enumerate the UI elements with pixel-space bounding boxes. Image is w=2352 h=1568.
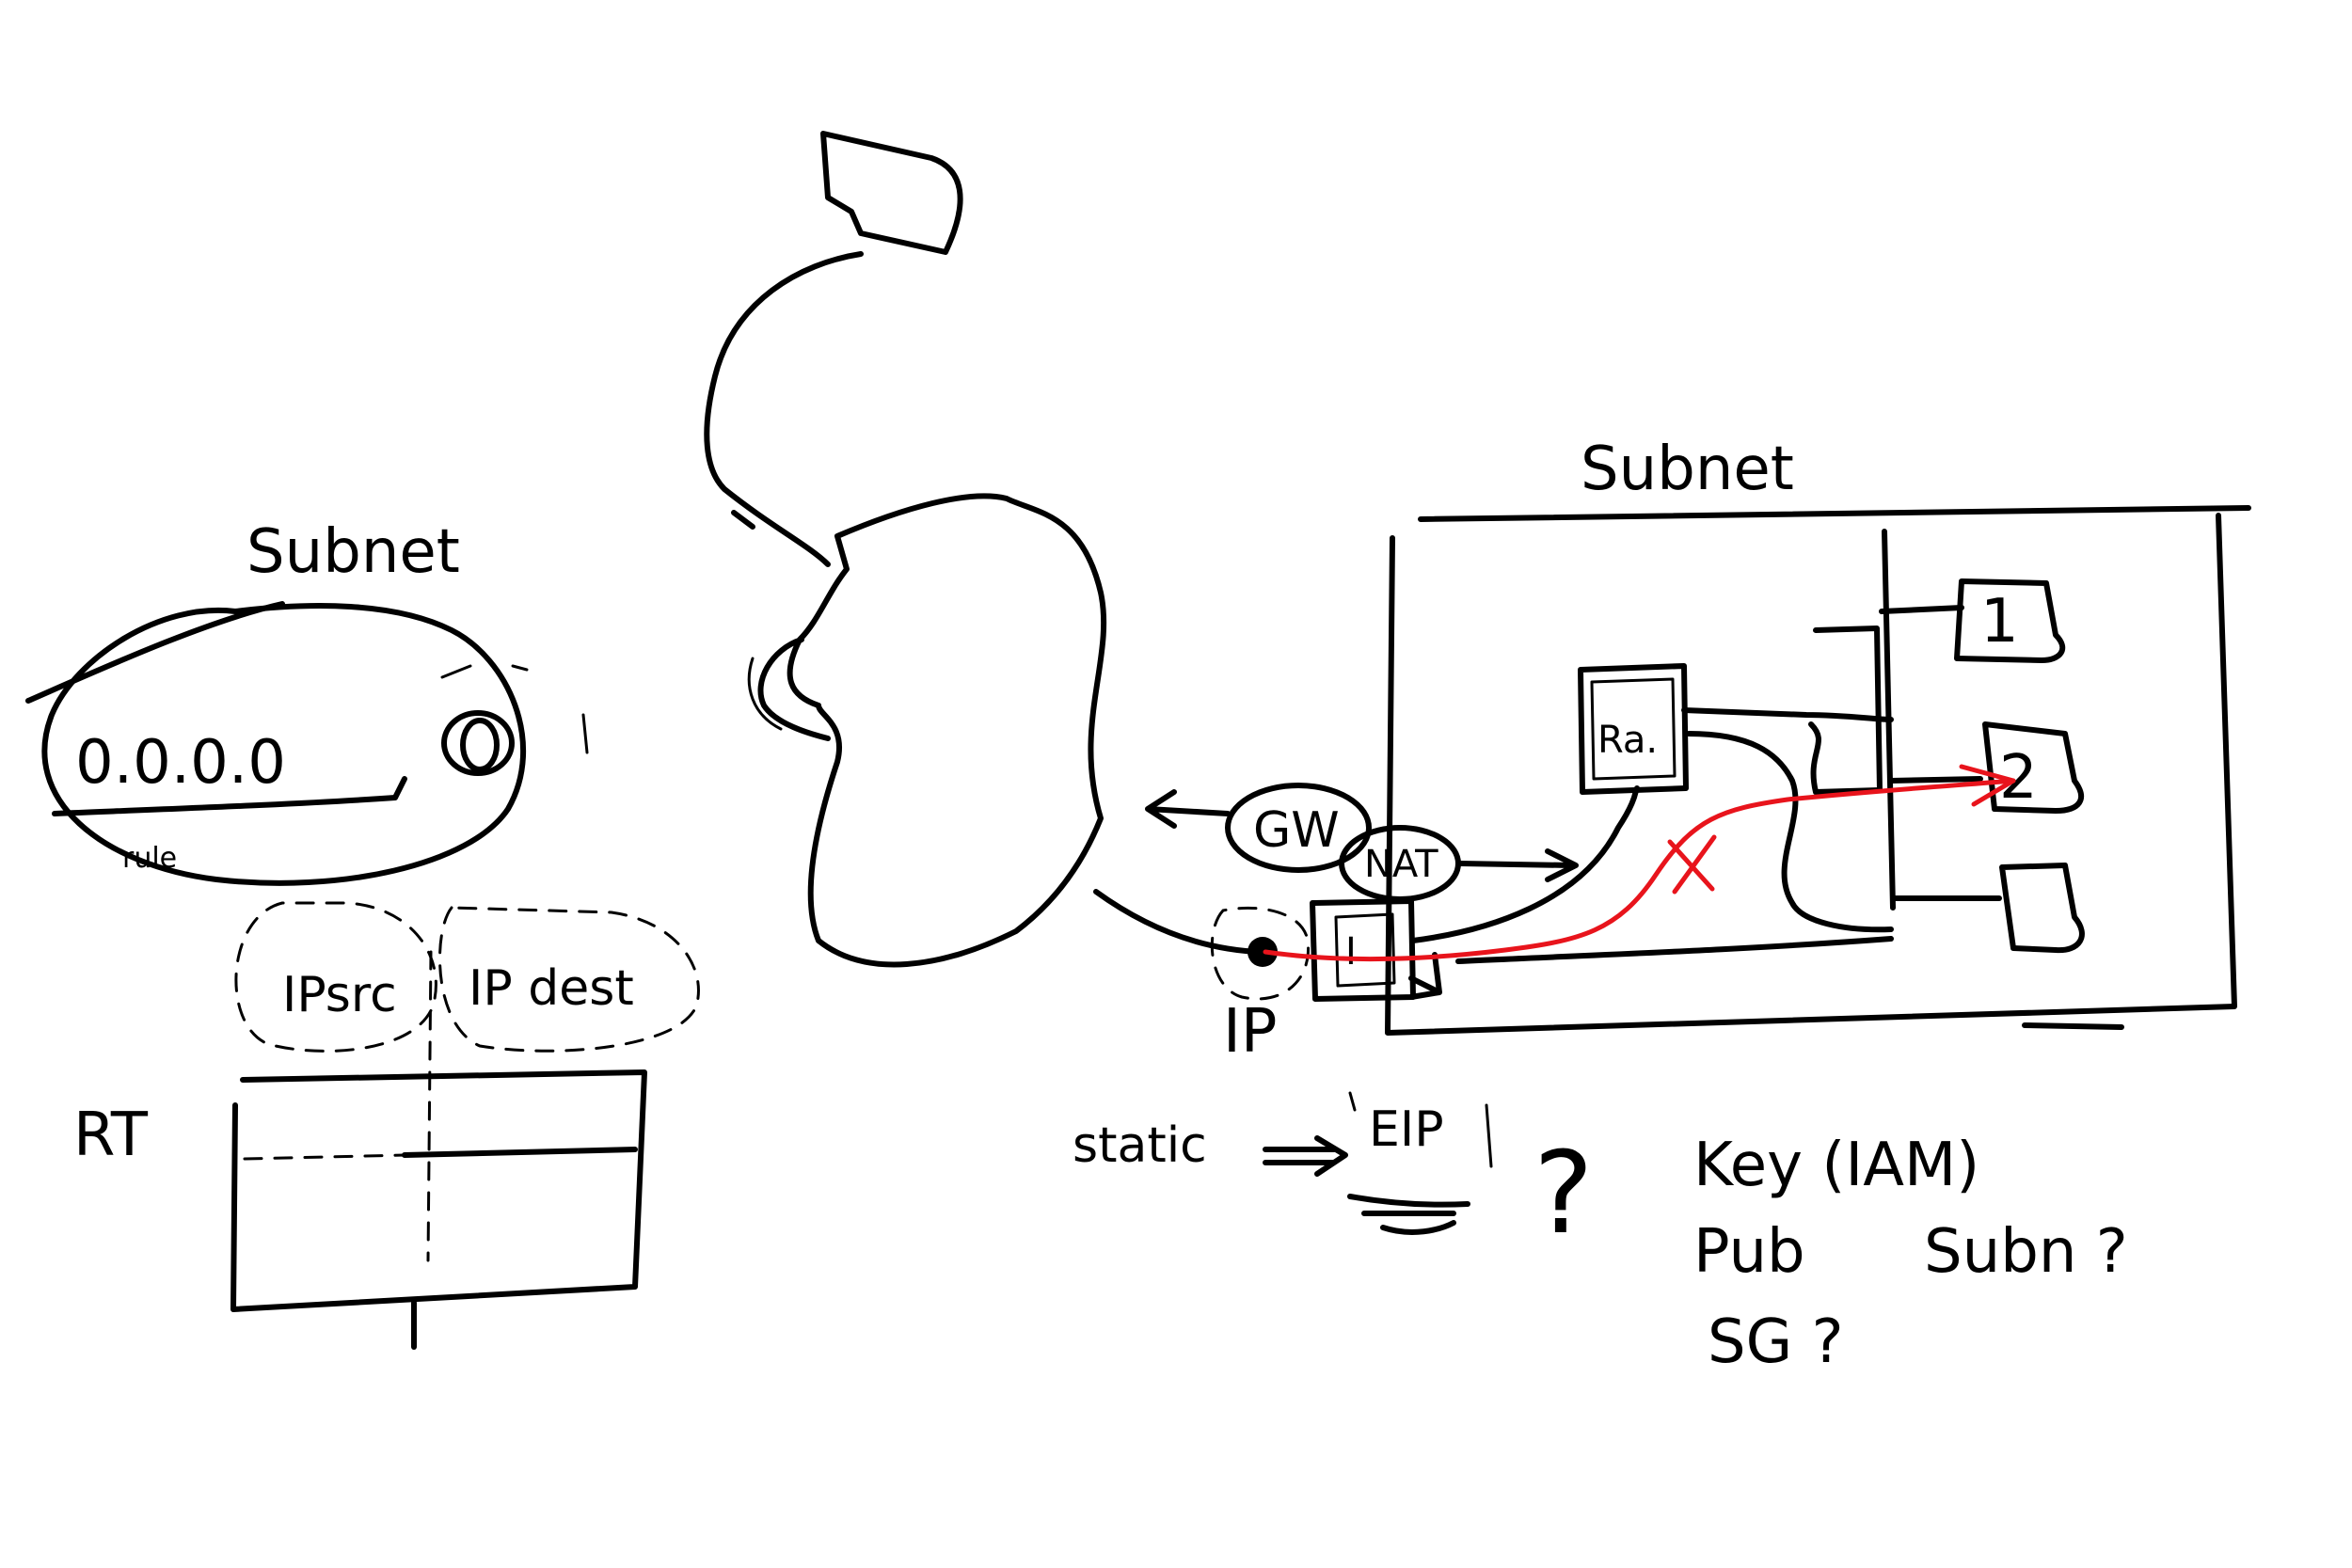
ip-dashed-ring — [1210, 906, 1311, 1001]
instance-group: I IP — [1210, 898, 1442, 1067]
router-to-target-line — [1681, 707, 1894, 722]
nat-text: NAT — [1364, 843, 1438, 886]
cloud-shape — [787, 493, 1107, 968]
cloud-to-instance-line — [1093, 889, 1263, 955]
target-one-link — [1879, 605, 1964, 614]
target-one-text: 1 — [1980, 587, 2019, 657]
cloud-tail-mark — [731, 510, 755, 530]
red-route-line — [1263, 778, 2016, 962]
router-down-curve — [1686, 731, 1894, 933]
gateway-outbound-arrow — [1145, 789, 1231, 829]
cidr-text: 0.0.0.0 — [75, 728, 286, 798]
user-device-shape — [820, 131, 963, 255]
device-to-cloud-line — [704, 251, 864, 567]
route-table-group: RT — [73, 950, 647, 1350]
target-one-box[interactable] — [1954, 578, 2066, 663]
right-subnet-label: Subnet — [1581, 435, 1794, 504]
left-subnet-sweep-line — [25, 601, 285, 704]
key-note-text: Key (IAM) — [1693, 1131, 1979, 1200]
right-subnet-frame — [1385, 505, 2251, 1036]
notes-group: ? Key (IAM) Pub Subn ? SG ? — [1534, 1129, 2128, 1377]
instance-return-arrow — [1408, 952, 1442, 1000]
question-mark-large: ? — [1534, 1129, 1594, 1259]
sg-question-text: SG ? — [1708, 1307, 1844, 1377]
red-route-arrowhead — [1959, 764, 2016, 807]
right-subnet-bottom-trace — [2022, 1022, 2124, 1030]
targets-group: 1 2 — [1879, 578, 2085, 954]
route-table-row-divider — [243, 1153, 406, 1161]
target-circle-outer — [441, 710, 515, 776]
ip-text: IP — [1223, 997, 1277, 1067]
target-circle-dashes — [440, 664, 589, 754]
internet-group — [704, 131, 1107, 968]
eip-scribble — [1347, 1194, 1470, 1235]
route-table-frame — [230, 1069, 647, 1312]
static-eip-group: static EIP — [1073, 1091, 1493, 1235]
left-subnet-label: Subnet — [246, 517, 460, 587]
static-text: static — [1073, 1117, 1207, 1174]
route-table-label: RT — [73, 1101, 149, 1170]
gateway-text: GW — [1253, 802, 1340, 859]
eip-bracket — [1348, 1091, 1493, 1168]
gateway-circle[interactable] — [1225, 783, 1372, 873]
router-inner-box — [1590, 677, 1677, 781]
target-two-box[interactable] — [1982, 721, 2085, 814]
ip-dest-text: IP dest — [469, 960, 634, 1017]
eip-text: EIP — [1369, 1101, 1444, 1158]
subnet-question-text: Subn ? — [1924, 1217, 2128, 1287]
route-table-col-divider — [426, 950, 433, 1262]
cloud-inner-hook — [757, 637, 831, 741]
ip-endpoint-dot — [1248, 937, 1278, 967]
pub-note-text: Pub — [1693, 1217, 1805, 1287]
left-subnet-group: Subnet 0.0.0.0 rule — [25, 517, 589, 886]
red-route-group — [1263, 764, 2016, 962]
nat-to-subnet-arrow — [1457, 848, 1579, 882]
route-table-header-line — [402, 1147, 638, 1158]
gateway-group: GW NAT — [1145, 783, 1579, 902]
red-blocked-x — [1667, 834, 1717, 895]
ip-source-bubble — [234, 901, 437, 1053]
cloud-inner-hook-shadow — [747, 657, 783, 731]
subnet-floor-trace — [1455, 936, 1894, 964]
cidr-note-text: rule — [122, 842, 177, 875]
static-arrow — [1263, 1135, 1348, 1177]
target-two-link — [1888, 776, 1983, 784]
router-text: Ra. — [1597, 719, 1658, 762]
cidr-underline — [52, 776, 407, 816]
ip-source-text: IPsrc — [282, 967, 397, 1023]
router-fanout-box — [1808, 626, 1883, 795]
router-box[interactable] — [1578, 663, 1689, 795]
target-three-box[interactable] — [1999, 863, 2085, 954]
left-subnet-ellipse — [41, 603, 526, 886]
instance-to-router-curve — [1410, 785, 1640, 943]
instance-inner-box — [1334, 912, 1396, 988]
right-subnet-group: Subnet Ra. — [1385, 435, 2251, 1036]
ip-pair-group: IPsrc IP dest — [234, 901, 700, 1053]
instance-text: I — [1345, 930, 1357, 974]
target-circle-inner — [460, 718, 500, 772]
